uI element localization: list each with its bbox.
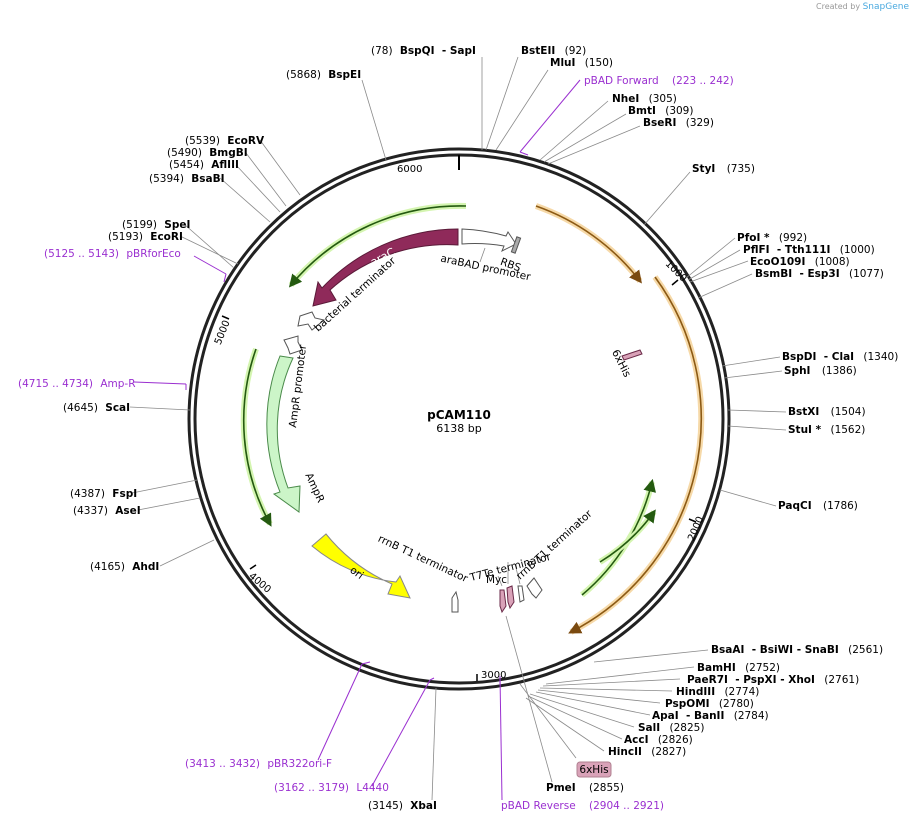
primer-leaders <box>133 79 581 801</box>
site-bsabi[interactable]: (5394) BsaBI <box>149 173 225 185</box>
site-bsaai-bsiwi-snabi[interactable]: BsaAI - BsiWI - SnaBI (2561) <box>711 644 883 656</box>
tick-marks <box>221 279 697 681</box>
site-pflfi-tth111i[interactable]: PflFI - Tth111I (1000) <box>743 244 875 256</box>
watermark: Created by SnapGene <box>816 2 909 12</box>
site-styi[interactable]: StyI (735) <box>692 163 755 175</box>
primer-pbad-forward[interactable]: pBAD Forward (223 .. 242) <box>584 75 734 87</box>
rrnb-t1-terminator-label-a: rrnB T1 terminator <box>376 533 470 585</box>
orf-arc-green-left <box>240 348 273 526</box>
site-apai-banii[interactable]: ApaI - BanII (2784) <box>652 710 769 722</box>
ampr-label: AmpR <box>302 471 326 505</box>
site-ecorv[interactable]: (5539) EcoRV <box>185 135 265 147</box>
rrnb-t1-terminator-label-b: rrnB T1 terminator <box>514 507 595 582</box>
t7te-terminator-feature <box>517 585 525 603</box>
arabad-promoter-feature <box>461 228 517 253</box>
site-bmti[interactable]: BmtI (309) <box>628 105 693 117</box>
site-bspqi-sapi[interactable]: (78) BspQI - SapI <box>371 45 476 57</box>
site-pmei[interactable]: PmeI (2855) <box>546 782 624 794</box>
primer-pbad-reverse[interactable]: pBAD Reverse (2904 .. 2921) <box>501 800 664 812</box>
site-mlui[interactable]: MluI (150) <box>550 57 613 69</box>
site-fspi[interactable]: (4387) FspI <box>70 488 137 500</box>
site-hincii[interactable]: HincII (2827) <box>608 746 686 758</box>
primer-pbr322ori-f[interactable]: (3413 .. 3432) pBR322ori-F <box>185 758 332 770</box>
site-sphi[interactable]: SphI (1386) <box>784 365 857 377</box>
ampr-promoter-label: AmpR promoter <box>287 343 309 428</box>
primer-l4440[interactable]: (3162 .. 3179) L4440 <box>274 782 389 794</box>
site-bstxi[interactable]: BstXI (1504) <box>788 406 866 418</box>
watermark-prefix: Created by <box>816 2 861 11</box>
site-afliii[interactable]: (5454) AflIII <box>169 159 239 171</box>
site-sali[interactable]: SalI (2825) <box>638 722 704 734</box>
site-bsmbi-esp3i[interactable]: BsmBI - Esp3I (1077) <box>755 268 884 280</box>
site-paqci[interactable]: PaqCI (1786) <box>778 500 858 512</box>
rrnb-t1-terminator-feature-a <box>451 590 459 613</box>
site-nhei[interactable]: NheI (305) <box>612 93 677 105</box>
site-bsteii[interactable]: BstEII (92) <box>521 45 586 57</box>
rbs-feature <box>510 236 522 254</box>
sixhis-box-label: 6xHis <box>579 764 608 776</box>
plasmid-length: 6138 bp <box>436 422 481 435</box>
snapgene-logo: SnapGene <box>862 2 909 12</box>
site-eco0109i[interactable]: EcoO109I (1008) <box>750 256 850 268</box>
site-bspei[interactable]: (5868) BspEI <box>286 69 361 81</box>
site-bamhi[interactable]: BamHI (2752) <box>697 662 780 674</box>
ori-feature <box>311 533 411 599</box>
site-asei[interactable]: (4337) AseI <box>73 505 141 517</box>
myc-tag-feature <box>499 589 507 614</box>
site-acci[interactable]: AccI (2826) <box>624 734 693 746</box>
site-pspomi[interactable]: PspOMI (2780) <box>665 698 754 710</box>
ampr-promoter-feature <box>283 335 303 355</box>
ampr-feature <box>266 355 301 513</box>
site-bspdi-clai[interactable]: BspDI - ClaI (1340) <box>782 351 898 363</box>
sixhis-inner-label: 6xHis <box>609 348 633 379</box>
site-stui[interactable]: StuI * (1562) <box>788 424 865 436</box>
primer-amp-r[interactable]: (4715 .. 4734) Amp-R <box>18 378 136 390</box>
tick-label-5000: 5000 <box>213 319 233 347</box>
primer-pbrforeco[interactable]: (5125 .. 5143) pBRforEco <box>44 248 181 260</box>
site-paer7i-pspxi-xhoi[interactable]: PaeR7I - PspXI - XhoI (2761) <box>687 674 859 686</box>
site-ahdi[interactable]: (4165) AhdI <box>90 561 159 573</box>
site-bmgbi[interactable]: (5490) BmgBI <box>167 147 248 159</box>
t7te-tag-feature <box>506 585 515 610</box>
myc-label: Myc <box>486 574 507 586</box>
plasmid-name: pCAM110 <box>427 408 491 422</box>
bacterial-terminator-feature <box>297 311 326 331</box>
rrnb-t1-terminator-feature-b <box>526 577 543 599</box>
orf-arc-right <box>569 275 705 635</box>
site-xbai[interactable]: (3145) XbaI <box>368 800 437 812</box>
site-hindiii[interactable]: HindIII (2774) <box>676 686 759 698</box>
sixhis-inner-feature <box>621 349 643 361</box>
arac-feature <box>312 228 459 307</box>
site-spei[interactable]: (5199) SpeI <box>122 219 190 231</box>
sixhis-box[interactable] <box>576 761 612 778</box>
site-pfoi[interactable]: PfoI * (992) <box>737 232 807 244</box>
site-scai[interactable]: (4645) ScaI <box>63 402 130 414</box>
backbone-outer <box>187 147 731 691</box>
site-bseri[interactable]: BseRI (329) <box>643 117 714 129</box>
site-ecori[interactable]: (5193) EcoRI <box>108 231 183 243</box>
tick-label-3000: 3000 <box>481 670 506 681</box>
site-leaders <box>129 56 787 801</box>
tick-label-6000: 6000 <box>397 164 422 175</box>
orf-arc-top-right <box>535 203 643 283</box>
arabad-promoter-label: araBAD promoter <box>439 253 532 284</box>
